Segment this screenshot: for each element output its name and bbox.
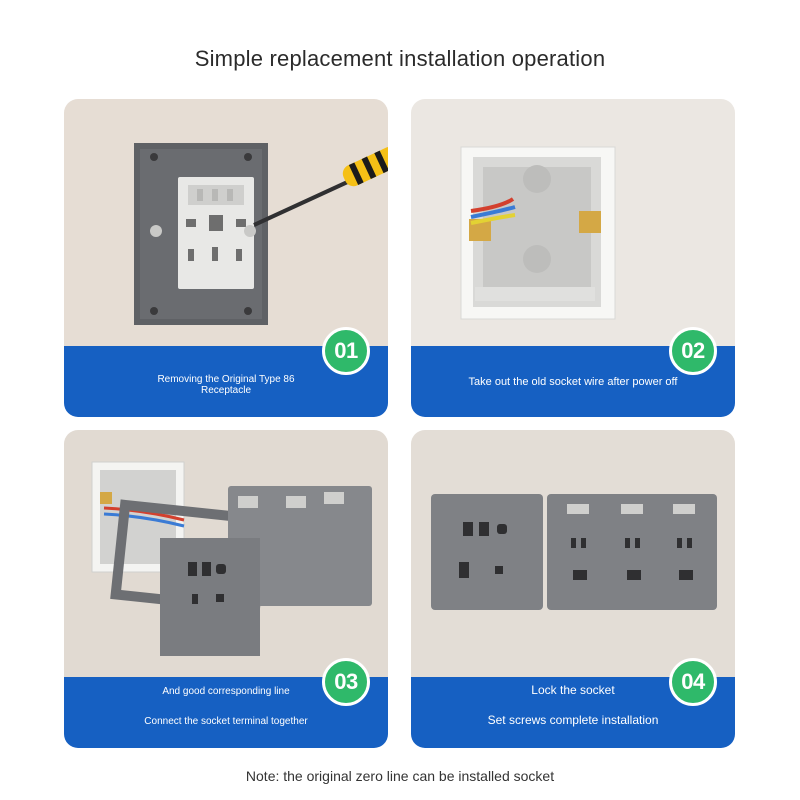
step-02-badge: 02 — [669, 327, 717, 375]
footer-note: Note: the original zero line can be inst… — [245, 768, 555, 784]
step-04-caption-1: Lock the socket — [531, 683, 615, 697]
step-03-caption-1: And good corresponding line — [162, 686, 290, 697]
step-01-caption-2: Receptacle — [200, 385, 252, 396]
step-card-01: 01 Removing the Original Type 86 Recepta… — [64, 99, 388, 417]
step-03-badge: 03 — [322, 658, 370, 706]
step-04-photo — [411, 430, 735, 677]
step-02-caption-1: Take out the old socket wire after power… — [468, 376, 678, 388]
step-03-photo — [64, 430, 388, 677]
page-title: Simple replacement installation operatio… — [194, 46, 606, 71]
step-card-04: 04 Lock the socket Set screws complete i… — [411, 430, 735, 748]
step-04-badge: 04 — [669, 658, 717, 706]
step-card-03: 03 And good corresponding line Connect t… — [64, 430, 388, 748]
step-card-02: 02 Take out the old socket wire after po… — [411, 99, 735, 417]
step-04-caption-2: Set screws complete installation — [487, 713, 659, 727]
step-03-caption-2: Connect the socket terminal together — [144, 716, 308, 727]
step-01-badge: 01 — [322, 327, 370, 375]
step-02-photo — [411, 99, 735, 346]
step-01-photo — [64, 99, 388, 346]
step-01-caption-1: Removing the Original Type 86 — [157, 374, 295, 385]
